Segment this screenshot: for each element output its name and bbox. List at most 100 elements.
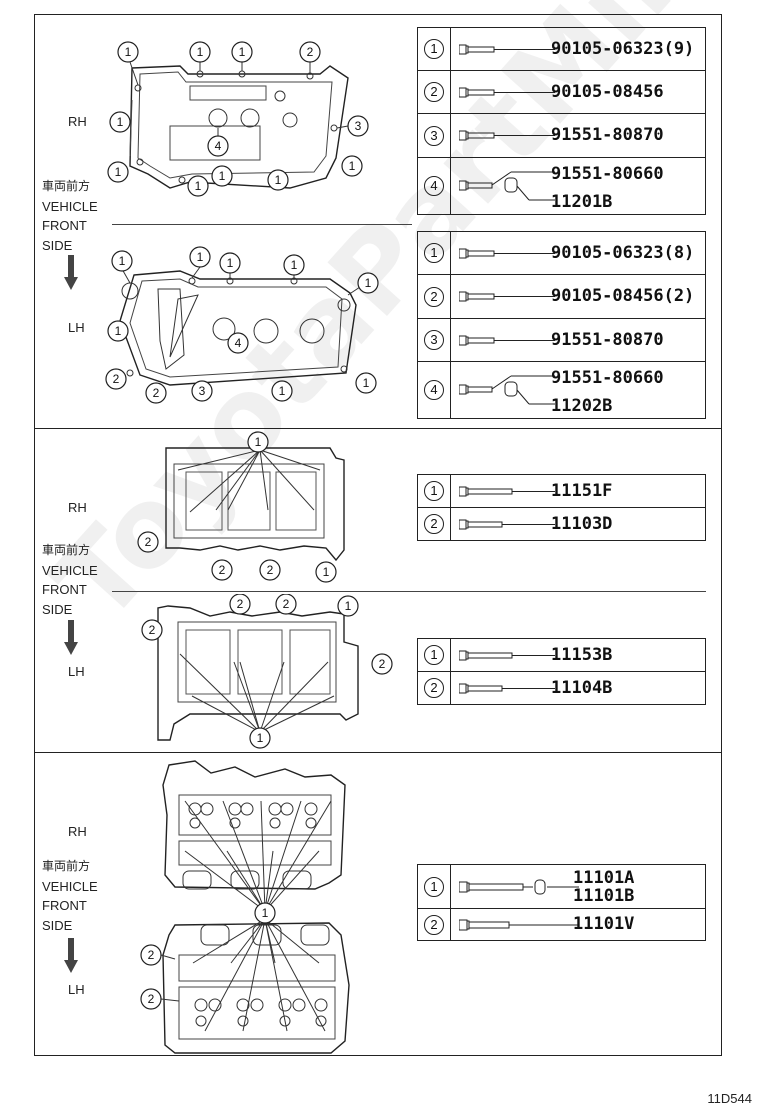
part-number[interactable]: 11151F xyxy=(551,481,613,501)
rh-label: RH xyxy=(68,114,87,129)
rh-label: RH xyxy=(68,824,87,839)
svg-text:1: 1 xyxy=(257,731,264,745)
callout-number: 1 xyxy=(424,481,444,501)
svg-text:1: 1 xyxy=(219,169,226,183)
vehicle-front-side-label: 車両前方 VEHICLE FRONT SIDE xyxy=(42,859,98,933)
part-number[interactable]: 11101V xyxy=(573,914,635,934)
section2-lh-parts-table: 1 11153B 2 11104B xyxy=(417,638,706,705)
section1-lh-parts-table: 1 90105-06323(8) 2 90105-08456(2) 3 9155… xyxy=(417,231,706,419)
svg-text:2: 2 xyxy=(219,563,226,577)
svg-text:2: 2 xyxy=(148,948,155,962)
bolt-icon xyxy=(459,919,579,931)
parts-row[interactable]: 1 90105-06323(9) xyxy=(417,27,706,71)
cylinder-heads-drawing: 1 2 2 xyxy=(140,760,350,1054)
part-number[interactable]: 90105-06323(8) xyxy=(551,243,695,263)
bolt-with-washer-icon xyxy=(459,171,555,201)
callout-number: 1 xyxy=(424,876,444,897)
svg-text:3: 3 xyxy=(199,384,206,398)
parts-row[interactable]: 2 90105-08456(2) xyxy=(417,274,706,319)
parts-row[interactable]: 3 91551-80870 xyxy=(417,113,706,158)
svg-text:3: 3 xyxy=(355,119,362,133)
callout-number: 4 xyxy=(424,176,444,196)
parts-row[interactable]: 4 91551-80660 11201B xyxy=(417,157,706,215)
parts-row[interactable]: 4 91551-80660 11202B xyxy=(417,361,706,419)
svg-text:2: 2 xyxy=(283,597,290,611)
bolt-icon xyxy=(459,130,555,141)
svg-text:2: 2 xyxy=(379,657,386,671)
bolt-with-washer-icon xyxy=(459,375,555,405)
svg-text:1: 1 xyxy=(291,258,298,272)
rh-label: RH xyxy=(68,500,87,515)
diagram-code: 11D544 xyxy=(707,1091,752,1106)
callout-number: 1 xyxy=(424,39,444,59)
front-arrow-icon xyxy=(64,938,78,973)
parts-row[interactable]: 3 91551-80870 xyxy=(417,318,706,362)
svg-text:1: 1 xyxy=(363,376,370,390)
bolt-icon xyxy=(459,248,555,259)
callout-number: 2 xyxy=(424,82,444,102)
part-number[interactable]: 90105-06323(9) xyxy=(551,39,695,59)
section1-rh-parts-table: 1 90105-06323(9) 2 90105-08456 3 91551-8… xyxy=(417,27,706,215)
bolt-icon xyxy=(459,291,555,302)
svg-text:1: 1 xyxy=(239,45,246,59)
part-number[interactable]: 11101B xyxy=(573,886,635,906)
svg-text:1: 1 xyxy=(115,165,122,179)
part-number[interactable]: 90105-08456 xyxy=(551,82,664,102)
part-number[interactable]: 11103D xyxy=(551,514,613,534)
svg-text:1: 1 xyxy=(262,906,269,920)
part-number[interactable]: 11104B xyxy=(551,678,613,698)
svg-text:1: 1 xyxy=(227,256,234,270)
part-number[interactable]: 90105-08456(2) xyxy=(551,286,695,306)
svg-text:4: 4 xyxy=(235,336,242,350)
bolt-icon xyxy=(459,519,555,530)
part-number[interactable]: 91551-80870 xyxy=(551,330,664,350)
svg-text:2: 2 xyxy=(148,992,155,1006)
parts-row[interactable]: 1 11151F xyxy=(417,474,706,508)
parts-row[interactable]: 1 90105-06323(8) xyxy=(417,231,706,275)
svg-text:1: 1 xyxy=(115,324,122,338)
part-number[interactable]: 11202B xyxy=(551,396,613,416)
parts-row[interactable]: 1 11101A 11101B xyxy=(417,864,706,909)
section2-rh-parts-table: 1 11151F 2 11103D xyxy=(417,474,706,541)
callout-number: 1 xyxy=(424,645,444,665)
parts-row[interactable]: 2 11101V xyxy=(417,908,706,941)
rh-lh-divider xyxy=(112,224,412,225)
svg-text:4: 4 xyxy=(215,139,222,153)
svg-text:1: 1 xyxy=(275,173,282,187)
parts-row[interactable]: 2 11104B xyxy=(417,671,706,705)
part-number[interactable]: 91551-80660 xyxy=(551,368,664,388)
front-arrow-icon xyxy=(64,620,78,655)
section-divider xyxy=(34,752,722,753)
diagram-frame xyxy=(34,14,722,1056)
lh-label: LH xyxy=(68,320,85,335)
parts-row[interactable]: 2 11103D xyxy=(417,507,706,541)
parts-row[interactable]: 2 90105-08456 xyxy=(417,70,706,114)
bolt-icon xyxy=(459,44,555,55)
bolt-icon xyxy=(459,335,555,346)
svg-text:2: 2 xyxy=(267,563,274,577)
callout-number: 3 xyxy=(424,125,444,146)
part-number[interactable]: 11153B xyxy=(551,645,613,665)
bolt-icon xyxy=(459,486,555,497)
part-number[interactable]: 11201B xyxy=(551,192,613,212)
section-divider xyxy=(34,428,722,429)
part-number[interactable]: 91551-80870 xyxy=(551,125,664,145)
svg-text:1: 1 xyxy=(365,276,372,290)
bolt-icon xyxy=(459,87,555,98)
bolt-with-washer-icon xyxy=(459,879,579,895)
svg-text:2: 2 xyxy=(113,372,120,386)
part-number[interactable]: 91551-80660 xyxy=(551,164,664,184)
front-arrow-icon xyxy=(64,255,78,290)
svg-text:2: 2 xyxy=(149,623,156,637)
svg-text:2: 2 xyxy=(307,45,314,59)
callout-number: 1 xyxy=(424,243,444,263)
parts-row[interactable]: 1 11153B xyxy=(417,638,706,672)
svg-text:1: 1 xyxy=(345,599,352,613)
rh-lh-divider xyxy=(112,591,706,592)
part-number[interactable]: 11101A xyxy=(573,868,635,888)
svg-text:1: 1 xyxy=(323,565,330,579)
